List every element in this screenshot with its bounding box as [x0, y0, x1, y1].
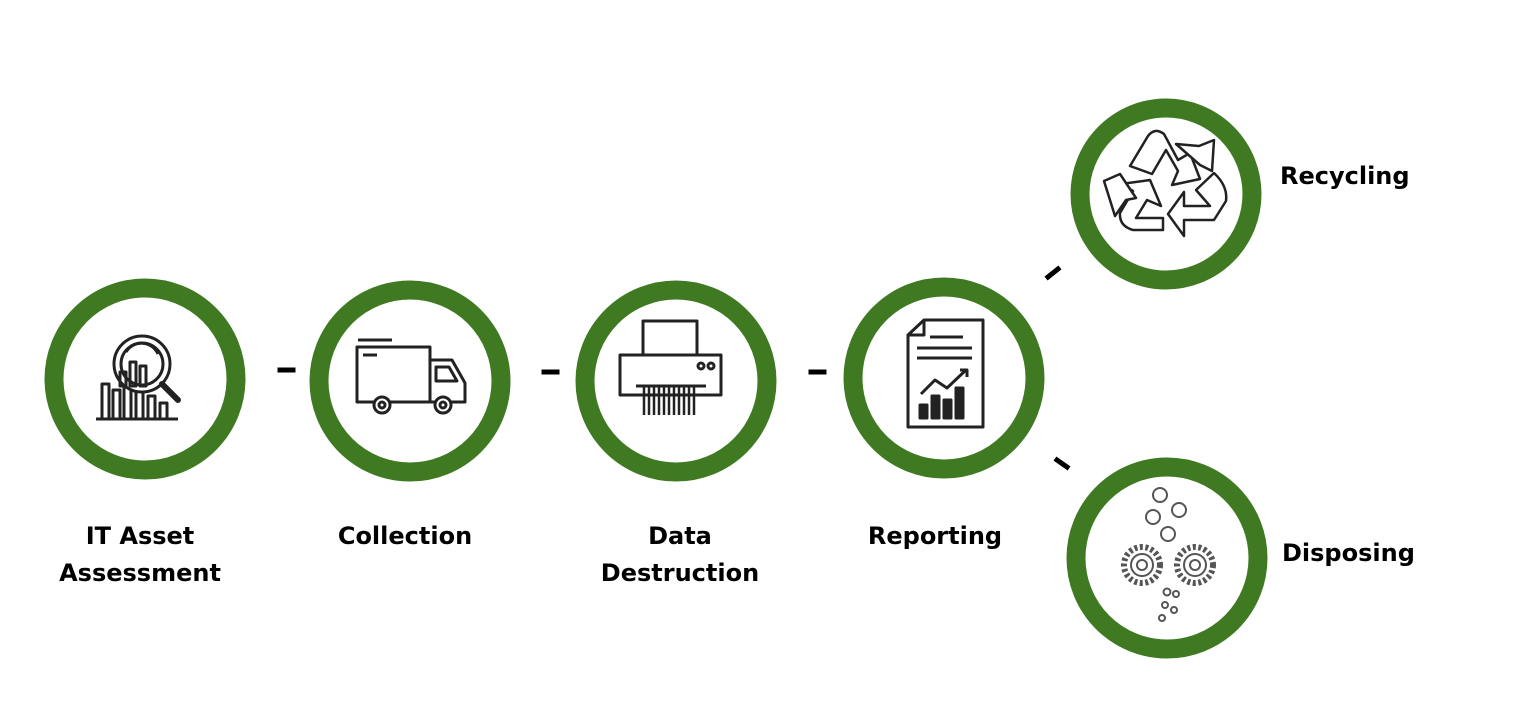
- recycle-icon: [1102, 129, 1228, 238]
- step-label-line: Assessment: [59, 559, 221, 587]
- outcome-label-text: Disposing: [1282, 539, 1415, 567]
- step-label-reporting: Reporting: [835, 518, 1035, 555]
- shredder-icon: [618, 319, 723, 415]
- outcome-label-disposing: Disposing: [1282, 535, 1415, 572]
- ring-reporting: [843, 277, 1045, 479]
- gears-icon: [1121, 487, 1216, 622]
- ring-collection: [309, 280, 511, 482]
- truck-icon: [355, 338, 467, 415]
- connector-reporting-disposing: [1053, 456, 1071, 471]
- magnifier-chart-icon: [96, 334, 181, 421]
- outcome-label-text: Recycling: [1280, 162, 1410, 190]
- outcome-label-recycling: Recycling: [1280, 158, 1410, 195]
- step-label-line: Destruction: [600, 559, 760, 587]
- step-label-it-asset-assessment: IT Asset Assessment: [40, 518, 240, 592]
- step-label-line: Reporting: [867, 522, 1003, 550]
- step-label-line: Data: [648, 522, 712, 550]
- connector-reporting-recycling: [1044, 265, 1062, 281]
- connectors: [277, 265, 1071, 471]
- ring-disposing: [1066, 457, 1268, 659]
- step-label-line: Collection: [337, 522, 473, 550]
- step-label-collection: Collection: [305, 518, 505, 555]
- report-icon: [906, 318, 985, 429]
- step-label-data-destruction: Data Destruction: [580, 518, 780, 592]
- step-label-line: IT Asset: [85, 522, 195, 550]
